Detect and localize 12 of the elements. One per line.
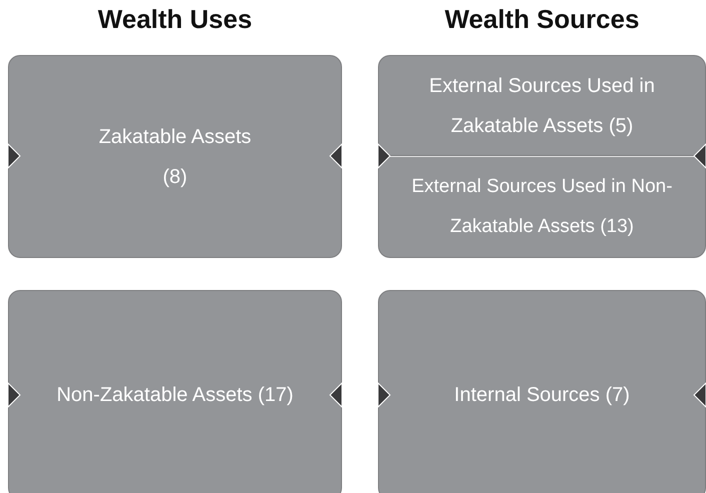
column-heading: Wealth Uses — [96, 4, 254, 35]
box-label: Zakatable Assets (8) — [98, 124, 252, 190]
column-heading: Wealth Sources — [444, 4, 640, 35]
box-label: External Sources Used in Zakatable Assets (5) — [428, 74, 656, 138]
box-label: Internal Sources (7) — [454, 383, 630, 408]
process-box — [378, 55, 706, 156]
box-label: External Sources Used in Non-Zakatable Assets (13) — [410, 175, 674, 239]
process-box — [378, 156, 706, 258]
box-label: Non-Zakatable Assets (17) — [56, 383, 294, 408]
process-box — [8, 290, 342, 493]
process-box — [8, 55, 342, 258]
process-box — [378, 290, 706, 493]
